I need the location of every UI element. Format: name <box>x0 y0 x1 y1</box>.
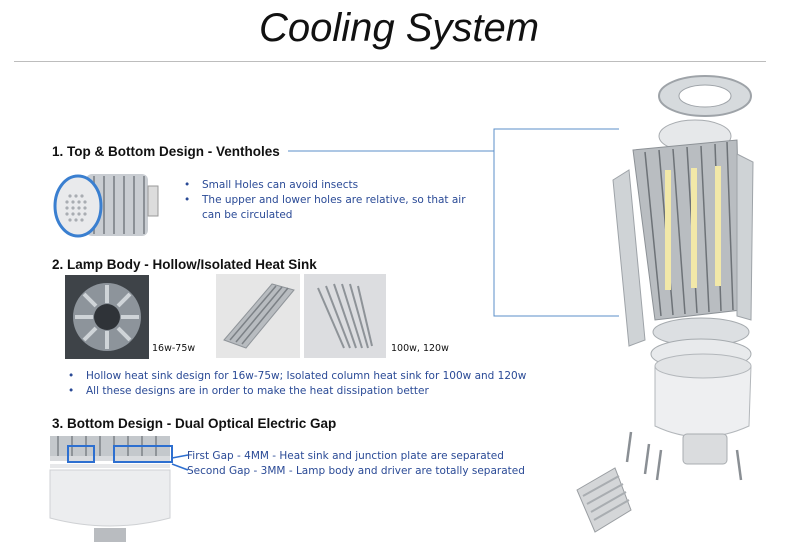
section3-heading: 3. Bottom Design - Dual Optical Electric… <box>52 416 337 431</box>
gap-line-1: First Gap - 4MM - Heat sink and junction… <box>187 450 504 462</box>
section2-heading: 2. Lamp Body - Hollow/Isolated Heat Sink <box>52 257 317 272</box>
section1-heading: 1. Top & Bottom Design - Ventholes <box>52 144 280 159</box>
callout-box <box>493 128 619 317</box>
section2-bullets: Hollow heat sink design for 16w-75w; Iso… <box>66 369 536 399</box>
caption-16w-75w: 16w-75w <box>152 343 196 354</box>
gap-detail-image <box>49 436 173 542</box>
section3-lines: First Gap - 4MM - Heat sink and junction… <box>187 449 547 479</box>
page-title: Cooling System <box>258 6 540 50</box>
bullet-item: Small Holes can avoid insects <box>182 178 472 193</box>
title-divider <box>14 61 766 62</box>
gap-line-2: Second Gap - 3MM - Lamp body and driver … <box>187 465 525 477</box>
section1-bullets: Small Holes can avoid insects The upper … <box>182 178 472 223</box>
vent-holes-lamp-image <box>53 174 159 238</box>
caption-100w-120w: 100w, 120w <box>391 343 449 354</box>
gap-callout-lines <box>171 454 189 471</box>
bullet-item: Hollow heat sink design for 16w-75w; Iso… <box>66 369 536 384</box>
callout-line-1 <box>288 150 494 152</box>
bullet-item: All these designs are in order to make t… <box>66 384 536 399</box>
hollow-heat-sink-image <box>65 275 149 359</box>
column-heat-sink-image-1 <box>216 274 300 358</box>
column-heat-sink-image-2 <box>304 274 386 358</box>
exploded-lamp-image <box>576 75 754 533</box>
bullet-item: The upper and lower holes are relative, … <box>182 193 472 223</box>
